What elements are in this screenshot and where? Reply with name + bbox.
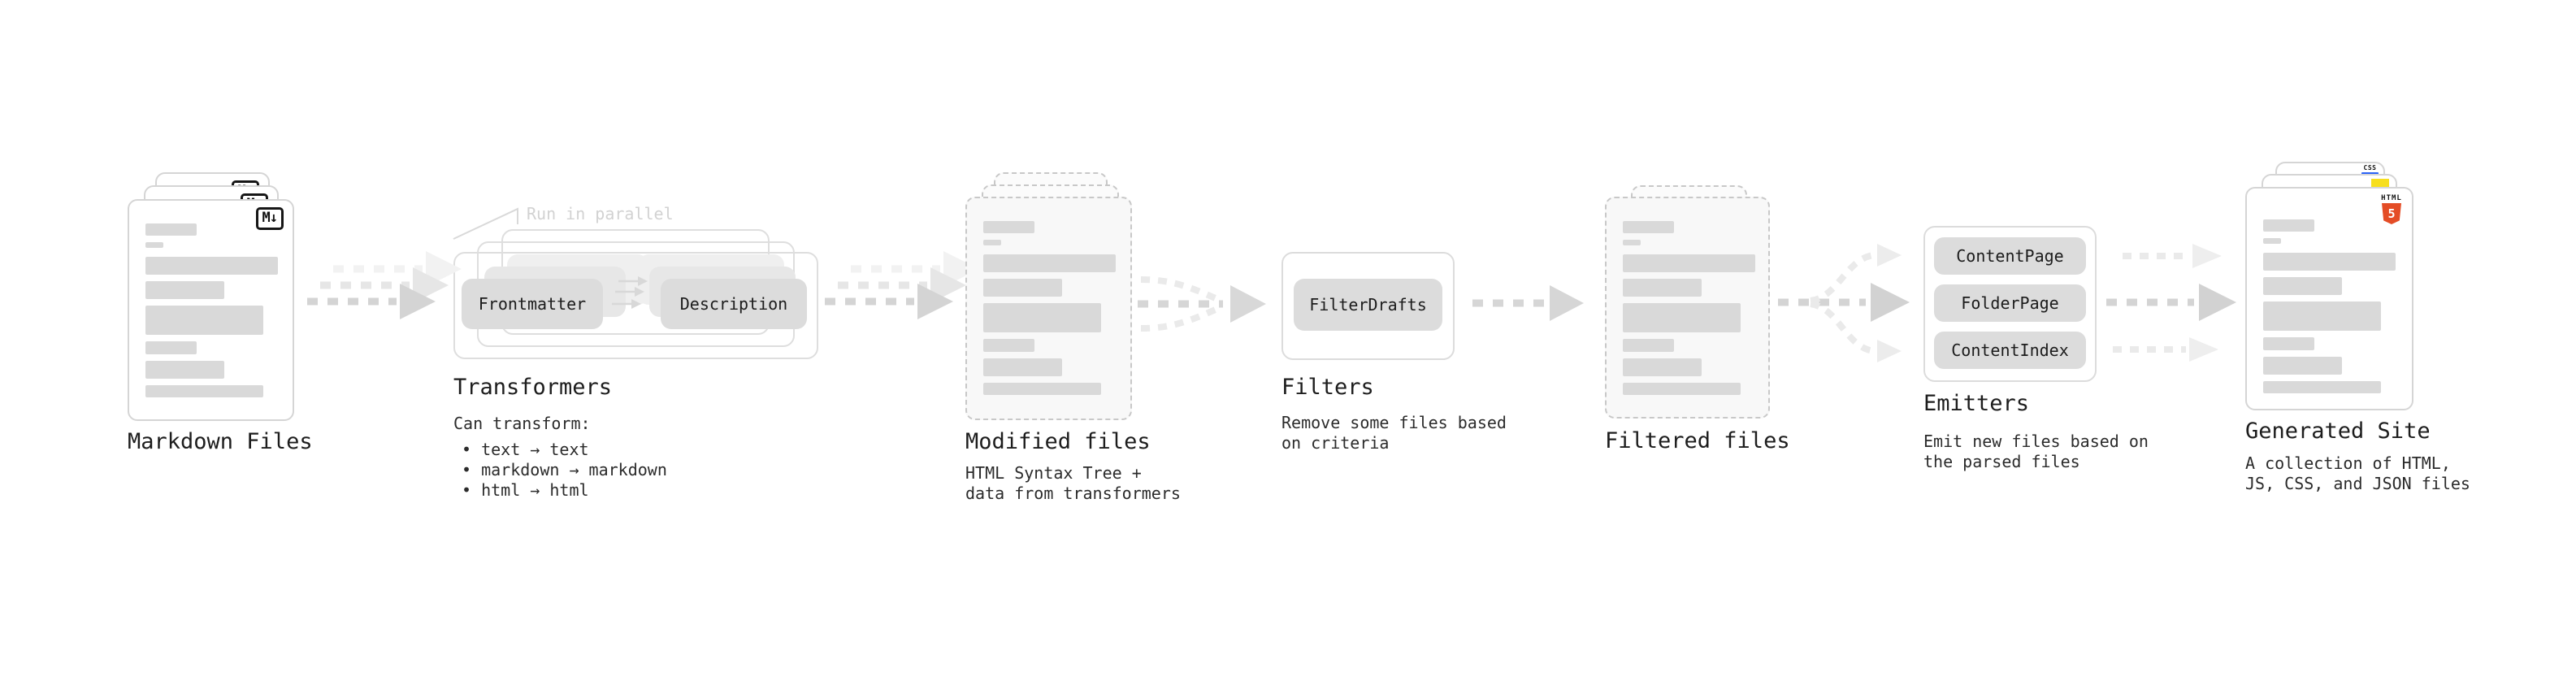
stage-caption: Filtered files xyxy=(1605,428,1790,453)
skeleton-line xyxy=(2263,337,2314,350)
skeleton-line xyxy=(1623,358,1702,376)
pill-filterdrafts: FilterDrafts xyxy=(1294,279,1442,331)
stage-subtitle: HTML Syntax Tree + data from transformer… xyxy=(965,463,1181,503)
document-card-front: HTML 5 xyxy=(2245,187,2413,410)
document-skeleton xyxy=(983,221,1116,395)
skeleton-line xyxy=(2263,301,2381,331)
skeleton-line xyxy=(145,306,263,335)
skeleton-line xyxy=(145,281,224,299)
skeleton-line xyxy=(145,257,278,275)
markdown-icon: M↓ xyxy=(255,207,284,230)
pill-folderpage: FolderPage xyxy=(1934,284,2086,322)
pill-contentpage: ContentPage xyxy=(1934,237,2086,275)
stage-subtitle: A collection of HTML, JS, CSS, and JSON … xyxy=(2245,453,2470,493)
arrow-markdown-to-transformers xyxy=(307,251,462,319)
skeleton-line xyxy=(983,240,1001,245)
html5-icon: HTML 5 xyxy=(2381,194,2402,224)
bullet-item: html → html xyxy=(453,480,667,501)
document-skeleton xyxy=(1623,221,1755,395)
arrow-filtered-to-emitters xyxy=(1778,244,1910,362)
pill-description: Description xyxy=(661,279,807,329)
skeleton-line xyxy=(145,341,197,354)
skeleton-line xyxy=(983,303,1101,332)
stage-caption: Markdown Files xyxy=(128,429,313,454)
skeleton-line xyxy=(983,279,1062,297)
arrow-emitters-to-generated xyxy=(2106,244,2236,362)
pill-frontmatter: Frontmatter xyxy=(462,279,603,329)
skeleton-line xyxy=(2263,219,2314,232)
document-card-front xyxy=(965,197,1132,420)
stage-caption: Modified files xyxy=(965,429,1151,454)
skeleton-line xyxy=(145,242,163,248)
skeleton-line xyxy=(1623,339,1674,352)
bullet-item: text → text xyxy=(453,440,667,460)
bullet-item: markdown → markdown xyxy=(453,460,667,480)
pill-contentindex: ContentIndex xyxy=(1934,332,2086,369)
skeleton-line xyxy=(2263,357,2342,375)
stage-caption: Filters xyxy=(1281,375,1374,400)
stage-subtitle: Emit new files based on the parsed files xyxy=(1923,432,2149,471)
skeleton-line xyxy=(2263,277,2342,295)
arrow-modified-to-filters xyxy=(1138,276,1266,332)
stage-caption: Emitters xyxy=(1923,391,2030,416)
arrow-filters-to-filtered xyxy=(1472,285,1584,321)
js-icon xyxy=(2371,179,2389,189)
skeleton-line xyxy=(2263,238,2281,244)
skeleton-line xyxy=(983,221,1034,233)
skeleton-line xyxy=(1623,254,1755,272)
run-in-parallel-annotation: Run in parallel xyxy=(527,204,674,223)
document-card-front: M↓ xyxy=(128,199,294,421)
document-skeleton xyxy=(145,223,278,397)
skeleton-line xyxy=(1623,383,1741,395)
stage-subtitle: Remove some files based on criteria xyxy=(1281,413,1507,453)
skeleton-line xyxy=(145,223,197,236)
transform-bullet-list: text → text markdown → markdown html → h… xyxy=(453,440,667,501)
stage-subtitle: Can transform: xyxy=(453,414,591,433)
skeleton-line xyxy=(1623,303,1741,332)
skeleton-line xyxy=(983,358,1062,376)
skeleton-line xyxy=(1623,279,1702,297)
skeleton-line xyxy=(983,339,1034,352)
document-card-front xyxy=(1605,197,1770,419)
skeleton-line xyxy=(145,361,224,379)
skeleton-line xyxy=(2263,381,2381,393)
skeleton-line xyxy=(983,254,1116,272)
skeleton-line xyxy=(2263,253,2396,271)
stage-caption: Generated Site xyxy=(2245,419,2431,444)
skeleton-line xyxy=(1623,221,1674,233)
skeleton-line xyxy=(145,385,263,397)
arrow-transformers-to-modified xyxy=(825,251,979,319)
skeleton-line xyxy=(983,383,1101,395)
stage-caption: Transformers xyxy=(453,375,613,400)
skeleton-line xyxy=(1623,240,1641,245)
document-skeleton xyxy=(2263,219,2396,393)
